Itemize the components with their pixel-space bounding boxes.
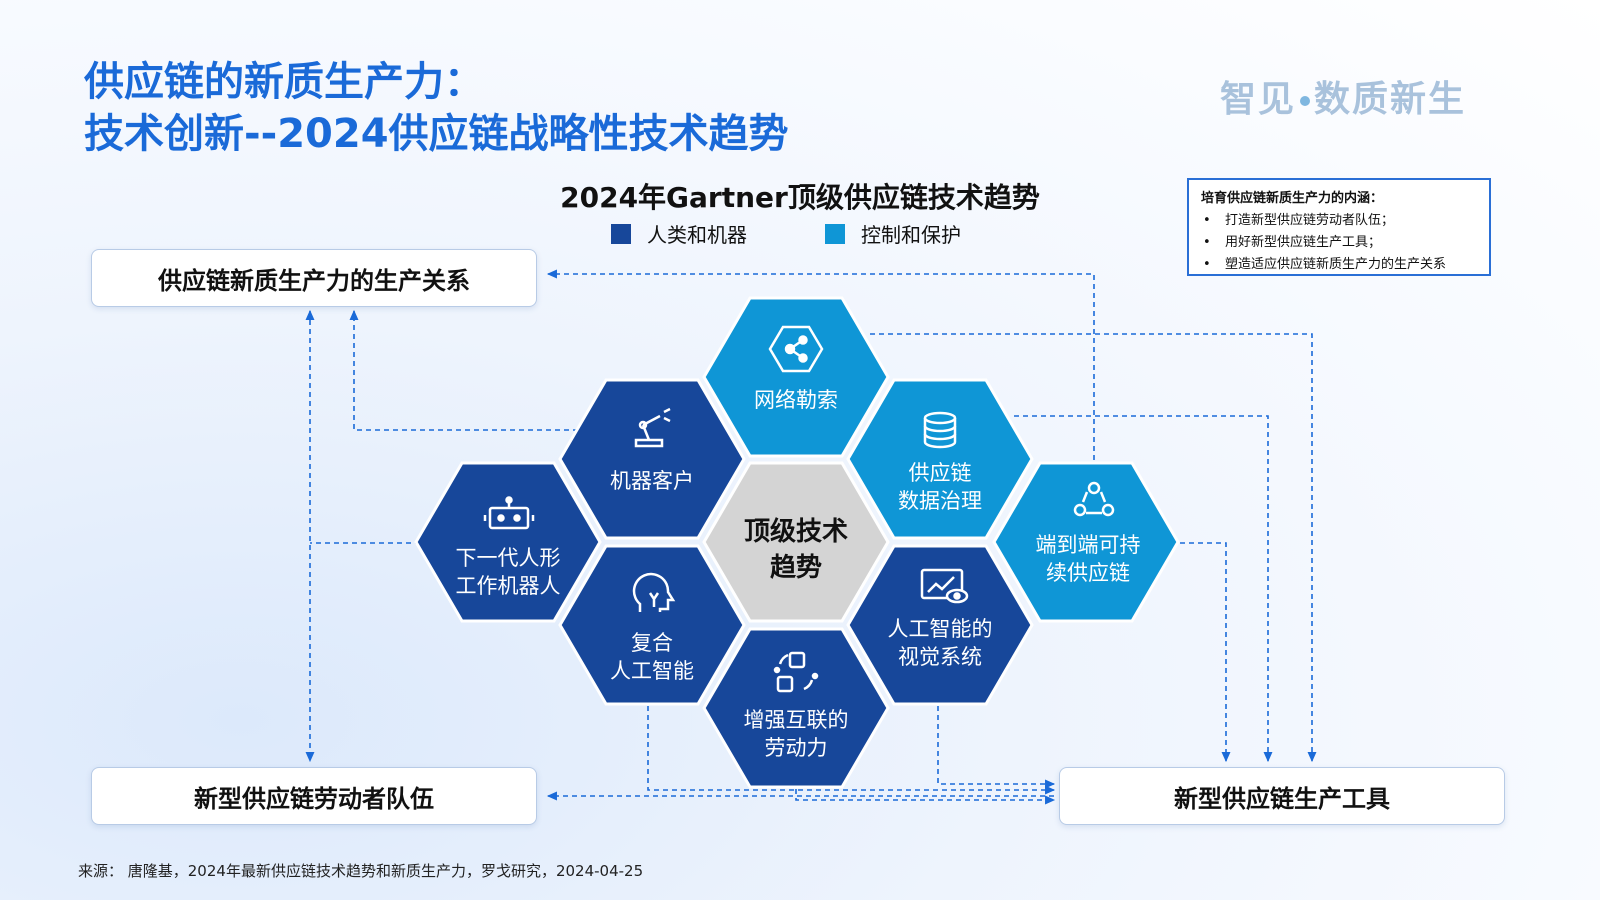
brand-left: 智见	[1220, 79, 1297, 120]
hex-composite-ai	[558, 544, 746, 706]
box-new-workforce: 新型供应链劳动者队伍	[91, 767, 537, 825]
connector-composite-to-tools	[647, 706, 1056, 795]
hex-label-humanoid-2: 工作机器人	[456, 574, 561, 598]
brand-right: 数质新生	[1314, 79, 1467, 120]
connector-datagov-to-tools	[1014, 415, 1273, 763]
box-production-relations: 供应链新质生产力的生产关系	[91, 249, 537, 307]
brand-dot-icon	[1300, 96, 1311, 106]
hex-label-center-1: 顶级技术	[744, 516, 848, 547]
note-item: 塑造适应供应链新质生产力的生产关系	[1203, 254, 1477, 276]
connector-lines	[305, 269, 1317, 805]
hex-label-e2e-2: 续供应链	[1046, 561, 1130, 585]
note-item: 打造新型供应链劳动者队伍；	[1203, 210, 1477, 232]
note-item: 用好新型供应链生产工具；	[1203, 232, 1477, 254]
monitor-eye-icon	[920, 568, 969, 604]
hex-label-workforce-1: 增强互联的	[744, 708, 849, 732]
legend-swatch-dark	[611, 223, 631, 244]
hex-augmented-workforce	[702, 627, 890, 789]
title-line-2: 技术创新--2024供应链战略性技术趋势	[84, 111, 789, 157]
note-box: 培育供应链新质生产力的内涵： 打造新型供应链劳动者队伍； 用好新型供应链生产工具…	[1187, 178, 1491, 276]
connector-ransomware-to-tools	[870, 333, 1317, 763]
hex-label-workforce-2: 劳动力	[765, 736, 828, 760]
robot-arm-icon	[634, 407, 671, 448]
hex-label-e2e-1: 端到端可持	[1036, 533, 1141, 557]
hex-label-data-gov-2: 数据治理	[898, 489, 982, 513]
connector-vision-to-tools	[937, 706, 1056, 789]
source-note: 来源： 唐隆基，2024年最新供应链技术趋势和新质生产力，罗戈研究，2024-0…	[78, 862, 644, 880]
connected-workforce-icon	[773, 651, 819, 693]
legend-swatch-light	[825, 223, 845, 244]
connector-machines-to-relations	[349, 309, 578, 431]
hex-humanoid-robots	[414, 461, 602, 623]
hex-label-machine-customers: 机器客户	[610, 469, 694, 493]
connector-e2e-to-tools	[1180, 542, 1231, 763]
robot-head-icon	[483, 496, 535, 530]
legend-label-human-machine: 人类和机器	[647, 223, 747, 247]
connector-e2e-to-relations	[546, 269, 1095, 460]
hex-machine-customers	[558, 378, 746, 540]
hex-label-vision-1: 人工智能的	[888, 617, 993, 641]
hex-label-composite-2: 人工智能	[610, 659, 694, 683]
hex-label-data-gov-1: 供应链	[909, 461, 972, 485]
hex-label-center-2: 趋势	[770, 553, 822, 583]
connector-workforce-to-tools	[795, 780, 1056, 805]
box-new-tools: 新型供应链生产工具	[1059, 767, 1505, 825]
cycle-nodes-icon	[1073, 481, 1115, 517]
chart-title: 2024年Gartner顶级供应链技术趋势	[560, 181, 1040, 214]
hex-label-vision-2: 视觉系统	[898, 645, 982, 669]
brand-logo: 智见数质新生	[1220, 70, 1466, 122]
hex-label-humanoid-1: 下一代人形	[456, 546, 561, 570]
legend-item-control-protect: 控制和保护	[825, 219, 961, 248]
page-title: 供应链的新质生产力： 技术创新--2024供应链战略性技术趋势	[84, 56, 789, 160]
ai-head-icon	[632, 572, 676, 612]
title-line-1: 供应链的新质生产力：	[84, 59, 484, 105]
hex-vision-systems	[846, 544, 1034, 706]
hex-center	[702, 461, 890, 623]
legend-label-control-protect: 控制和保护	[861, 223, 961, 247]
hex-ransomware	[702, 296, 890, 458]
hex-data-governance	[846, 378, 1034, 540]
database-icon	[923, 411, 957, 449]
legend-item-human-machine: 人类和机器	[611, 219, 747, 248]
hex-e2e-sustainable	[992, 461, 1180, 623]
hex-label-composite-1: 复合	[631, 631, 673, 655]
note-list: 打造新型供应链劳动者队伍； 用好新型供应链生产工具； 塑造适应供应链新质生产力的…	[1201, 210, 1477, 276]
network-icon	[768, 325, 824, 373]
hex-label-ransomware: 网络勒索	[754, 388, 838, 412]
note-heading: 培育供应链新质生产力的内涵：	[1201, 191, 1384, 206]
